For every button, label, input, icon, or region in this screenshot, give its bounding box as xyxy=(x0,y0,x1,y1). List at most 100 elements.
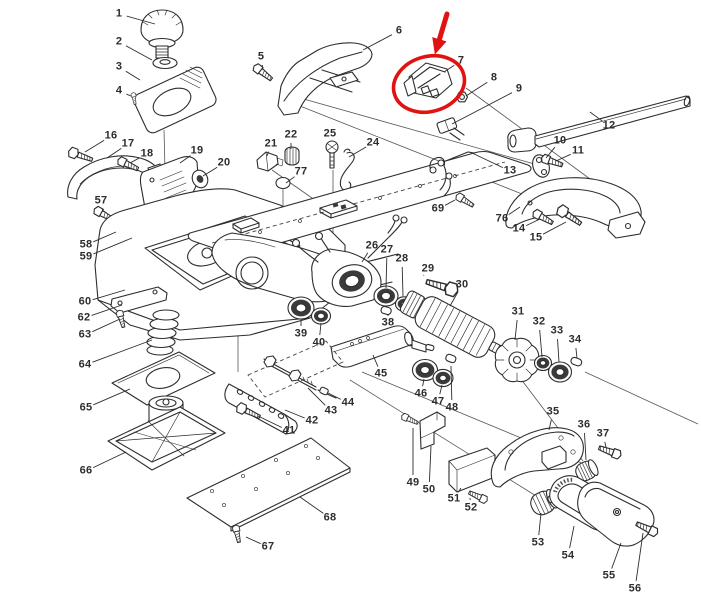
part-label-46: 46 xyxy=(414,387,428,400)
leader-line-14 xyxy=(526,218,541,227)
leader-line-26 xyxy=(361,252,369,263)
leader-line-17 xyxy=(106,148,122,159)
part-label-41: 41 xyxy=(282,424,296,437)
highlight-arrow-icon xyxy=(432,11,450,55)
part-label-31: 31 xyxy=(511,305,525,318)
leader-line-15 xyxy=(542,221,567,235)
leader-line-41 xyxy=(257,415,282,428)
part-2-washer xyxy=(152,56,178,70)
leader-line-35 xyxy=(548,419,552,431)
part-label-44: 44 xyxy=(341,396,355,409)
part-39-bearing xyxy=(287,296,315,320)
leader-line-36 xyxy=(584,432,587,461)
leader-line-42 xyxy=(284,409,305,419)
part-label-56: 56 xyxy=(628,582,642,595)
part-label-38: 38 xyxy=(381,316,395,329)
blade-set-dashed-box xyxy=(247,340,344,398)
part-label-30: 30 xyxy=(455,278,469,291)
leader-line-10 xyxy=(545,146,556,159)
part-5-screw xyxy=(250,61,275,84)
part-68-base-plate xyxy=(186,437,351,532)
part-label-57: 57 xyxy=(94,194,108,207)
leader-line-37 xyxy=(604,441,607,448)
leader-line-12 xyxy=(589,111,603,122)
part-40-washer xyxy=(310,307,332,325)
highlight-annotation xyxy=(391,11,467,115)
part-label-12: 12 xyxy=(602,119,616,132)
part-20-grommet xyxy=(191,169,209,189)
part-62-bracket xyxy=(110,286,168,314)
part-label-10: 10 xyxy=(553,134,567,147)
leader-line-2 xyxy=(125,45,153,61)
part-label-16: 16 xyxy=(104,129,118,142)
leader-line-59 xyxy=(93,237,133,255)
part-label-65: 65 xyxy=(79,401,93,414)
part-label-67: 67 xyxy=(261,540,275,553)
leader-line-27 xyxy=(385,257,388,289)
leader-line-64 xyxy=(92,339,153,363)
part-label-48: 48 xyxy=(445,401,459,414)
part-label-64: 64 xyxy=(78,358,92,371)
part-label-33: 33 xyxy=(550,324,564,337)
leader-line-13 xyxy=(469,151,503,169)
part-label-17: 17 xyxy=(121,137,135,150)
leader-line-33 xyxy=(557,338,560,363)
leader-line-28 xyxy=(401,266,404,297)
part-label-54: 54 xyxy=(561,549,575,562)
leader-line-31 xyxy=(514,319,518,341)
leader-line-32 xyxy=(539,329,543,358)
part-45-drum xyxy=(330,325,435,368)
part-49-screw xyxy=(399,412,420,427)
leader-line-18 xyxy=(129,157,141,164)
part-label-63: 63 xyxy=(78,328,92,341)
part-22-sleeve xyxy=(284,146,300,166)
part-label-13: 13 xyxy=(503,164,517,177)
part-label-32: 32 xyxy=(532,315,546,328)
part-label-52: 52 xyxy=(464,501,478,514)
part-label-58: 58 xyxy=(79,238,93,251)
leader-line-1 xyxy=(126,15,156,25)
leader-line-62 xyxy=(91,304,123,316)
leader-line-8 xyxy=(465,81,488,97)
leader-lines xyxy=(84,15,644,582)
leader-line-50 xyxy=(428,445,432,483)
leader-line-65 xyxy=(93,388,131,406)
part-43-rod xyxy=(263,355,317,391)
part-35-gear-housing xyxy=(490,427,584,488)
part-46-bearing xyxy=(411,358,439,382)
part-69-lead-wires xyxy=(429,156,476,210)
part-label-18: 18 xyxy=(140,147,154,160)
part-26-field xyxy=(291,214,408,307)
part-42-blade-clamp xyxy=(224,383,298,435)
leader-line-30 xyxy=(449,291,459,307)
part-48-pin xyxy=(445,353,457,364)
part-label-55: 55 xyxy=(602,569,616,582)
part-38-pin xyxy=(380,305,392,316)
part-label-49: 49 xyxy=(406,476,420,489)
part-12-guide-rod xyxy=(507,95,691,153)
leader-line-34 xyxy=(575,347,578,359)
part-label-34: 34 xyxy=(568,333,582,346)
leader-line-7 xyxy=(443,64,455,73)
leader-line-57 xyxy=(101,208,104,213)
part-label-35: 35 xyxy=(546,405,560,418)
leader-line-68 xyxy=(299,496,324,514)
part-label-59: 59 xyxy=(79,250,93,263)
part-3-name-plate xyxy=(133,66,217,134)
leader-line-40 xyxy=(319,322,322,336)
part-64-spring xyxy=(146,309,180,356)
part-33-bearing xyxy=(547,361,573,383)
part-label-26: 26 xyxy=(365,239,379,252)
leader-line-44 xyxy=(327,392,342,400)
part-44-rod xyxy=(317,386,337,399)
part-27-bearing xyxy=(373,285,399,307)
highlight-ellipse xyxy=(391,53,467,115)
leader-line-45 xyxy=(372,354,379,367)
part-label-22: 22 xyxy=(284,128,298,141)
leader-line-76 xyxy=(508,206,521,215)
leader-line-9 xyxy=(451,92,513,125)
part-label-53: 53 xyxy=(531,536,545,549)
leader-line-24 xyxy=(348,146,367,158)
